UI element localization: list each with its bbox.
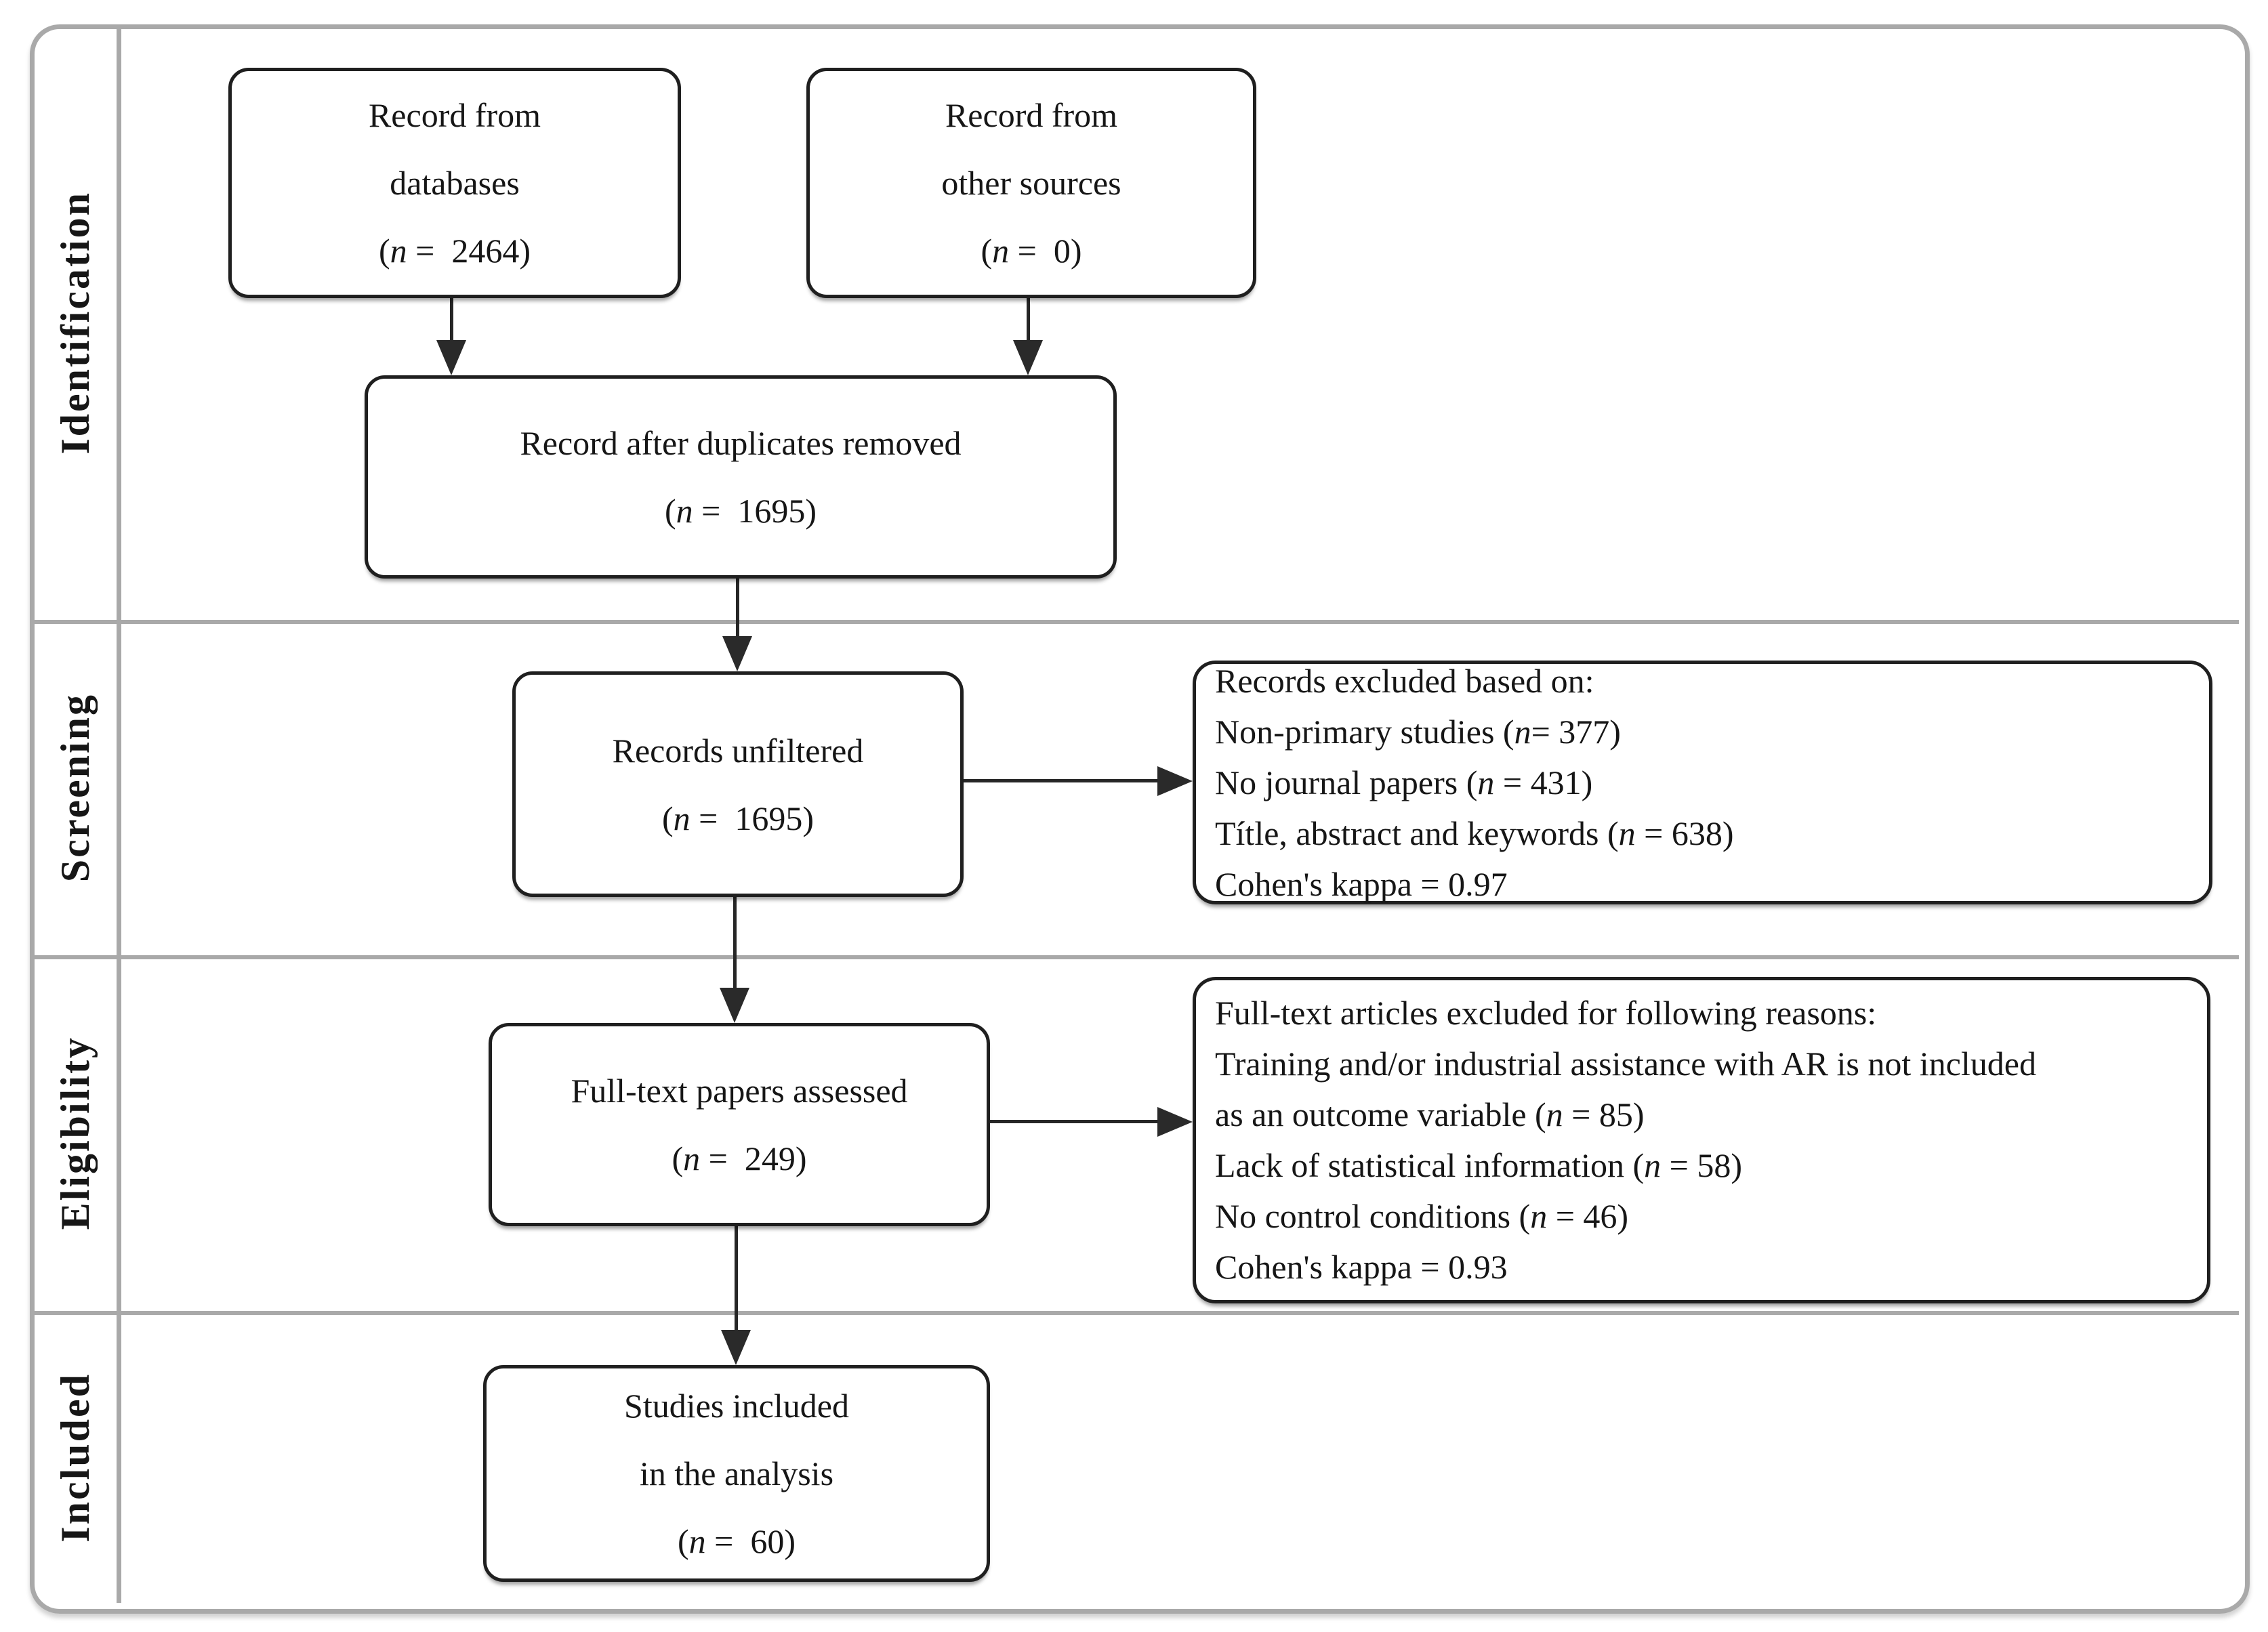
text-line: Studies included bbox=[624, 1387, 849, 1425]
text-line: No journal papers (n = 431) bbox=[1215, 763, 1593, 801]
text-line: in the analysis bbox=[639, 1455, 834, 1492]
phase-screening: Screening bbox=[35, 624, 117, 951]
diagram-outer-frame bbox=[30, 24, 2250, 1614]
flow-box-records-unfiltered: Records unfiltered (n = 1695) bbox=[512, 671, 964, 897]
exclusion-box-eligibility: Full-text articles excluded for followin… bbox=[1193, 977, 2210, 1303]
flow-box-fulltext-papers-assessed: Full-text papers assessed (n = 249) bbox=[489, 1023, 990, 1226]
phase-included: Included bbox=[35, 1315, 117, 1600]
text-line: Record after duplicates removed bbox=[520, 424, 962, 462]
text-line: as an outcome variable (n = 85) bbox=[1215, 1095, 1645, 1133]
arrowhead-down-icon bbox=[720, 988, 749, 1023]
divider-eligibility-included bbox=[31, 1311, 2239, 1315]
phase-label: Screening bbox=[53, 692, 98, 883]
phase-eligibility: Eligibility bbox=[35, 959, 117, 1307]
text-line: Cohen's kappa = 0.97 bbox=[1215, 864, 1508, 903]
text-line: Non-primary studies (n= 377) bbox=[1215, 712, 1621, 751]
arrow-line-unfiltered-to-exclusions bbox=[957, 779, 1160, 782]
text-line: No control conditions (n = 46) bbox=[1215, 1197, 1629, 1235]
arrowhead-right-icon bbox=[1157, 766, 1193, 796]
flow-box-studies-included: Studies included in the analysis (n = 60) bbox=[483, 1365, 990, 1582]
text-line: Records unfiltered bbox=[612, 731, 864, 770]
text-line: (n = 1695) bbox=[661, 799, 814, 837]
divider-identification-screening bbox=[31, 620, 2239, 624]
text-line: Cohen's kappa = 0.93 bbox=[1215, 1248, 1508, 1286]
text-line: Lack of statistical information (n = 58) bbox=[1215, 1146, 1742, 1184]
flow-box-record-from-other-sources: Record from other sources (n = 0) bbox=[806, 68, 1256, 298]
text-line: Títle, abstract and keywords (n = 638) bbox=[1215, 814, 1734, 852]
flow-box-record-from-databases: Record from databases (n = 2464) bbox=[228, 68, 681, 298]
text-line: Training and/or industrial assistance wi… bbox=[1215, 1045, 2036, 1083]
exclusion-box-screening: Records excluded based on: Non-primary st… bbox=[1193, 661, 2212, 904]
arrowhead-down-icon bbox=[436, 340, 466, 375]
phase-identification: Identification bbox=[35, 29, 117, 616]
arrow-line-fulltext-to-included bbox=[735, 1219, 738, 1335]
arrowhead-down-icon bbox=[722, 636, 752, 671]
arrowhead-down-icon bbox=[1013, 340, 1043, 375]
arrow-line-databases-to-duplicates bbox=[450, 291, 453, 346]
arrow-line-other-sources-to-duplicates bbox=[1027, 291, 1030, 346]
arrow-line-fulltext-to-exclusions bbox=[983, 1120, 1160, 1123]
text-line: (n = 0) bbox=[981, 232, 1082, 270]
phase-label: Identification bbox=[53, 190, 98, 455]
text-line: (n = 60) bbox=[677, 1522, 796, 1560]
text-line: Record from bbox=[945, 96, 1118, 134]
sidebar-column-divider bbox=[117, 27, 121, 1603]
phase-label: Included bbox=[53, 1373, 98, 1543]
text-line: Record from bbox=[368, 96, 541, 134]
divider-screening-eligibility bbox=[31, 955, 2239, 959]
flow-box-record-after-duplicates-removed: Record after duplicates removed (n = 1695… bbox=[365, 375, 1117, 579]
text-line: databases bbox=[390, 164, 520, 202]
arrowhead-right-icon bbox=[1157, 1107, 1193, 1137]
arrow-line-unfiltered-to-fulltext bbox=[733, 890, 737, 993]
phase-label: Eligibility bbox=[53, 1036, 98, 1230]
text-line: other sources bbox=[941, 164, 1121, 202]
text-line: (n = 1695) bbox=[664, 492, 817, 530]
text-line: (n = 249) bbox=[672, 1139, 807, 1177]
text-line: Full-text papers assessed bbox=[571, 1072, 908, 1110]
text-line: Records excluded based on: bbox=[1215, 661, 1594, 700]
arrowhead-down-icon bbox=[721, 1330, 751, 1365]
arrow-line-duplicates-to-unfiltered bbox=[736, 572, 739, 642]
text-line: Full-text articles excluded for followin… bbox=[1215, 994, 1877, 1032]
text-line: (n = 2464) bbox=[378, 232, 531, 270]
